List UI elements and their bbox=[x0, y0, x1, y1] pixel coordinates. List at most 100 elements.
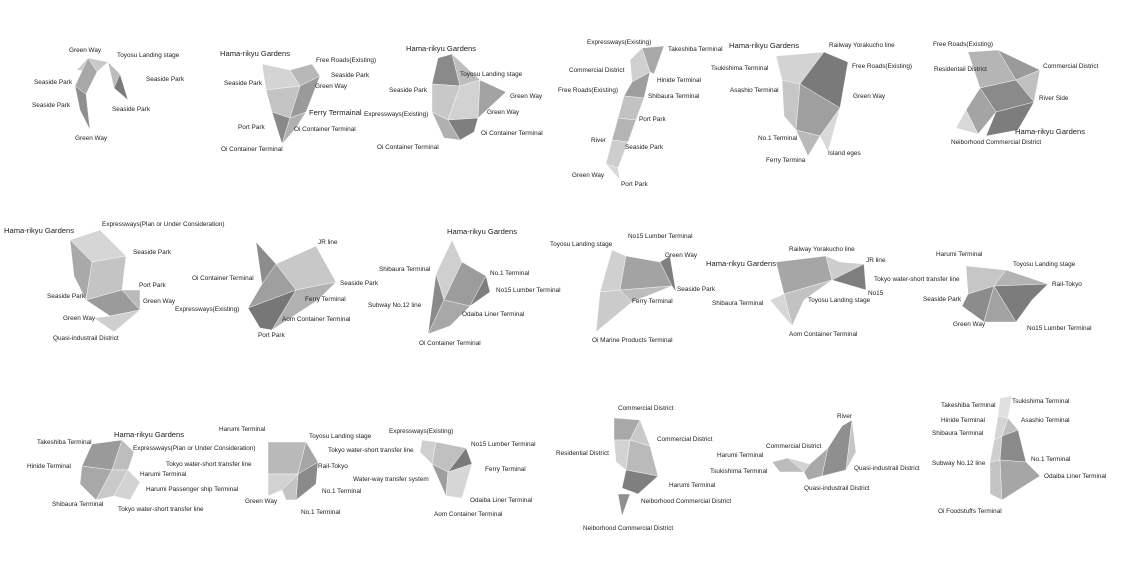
shape-face bbox=[93, 309, 141, 333]
shape-face bbox=[281, 111, 307, 145]
diagram-label: No.1 Terminal bbox=[322, 488, 361, 495]
diagram-label: Asashio Terminal bbox=[1021, 417, 1070, 424]
diagram-label: Tokyo water-short transfer line bbox=[874, 276, 960, 283]
diagram-label: No.1 Terminal bbox=[490, 270, 529, 277]
diagram-label: Port Park bbox=[139, 282, 166, 289]
diagram-label: Oi Container Terminal bbox=[377, 144, 439, 151]
diagram-label: Takeshiba Terminal bbox=[37, 439, 92, 446]
diagram-2: Hama-rikyu Gardens Free Roads(Existing) … bbox=[220, 49, 376, 153]
diagram-label: Tokyo water-short transfer line bbox=[166, 461, 252, 468]
diagram-label: Odaiba Liner Terminal bbox=[462, 311, 524, 318]
diagram-label: Subway No.12 line bbox=[932, 460, 986, 467]
diagram-label: Oi Marine Products Terminal bbox=[592, 337, 673, 344]
diagram-label: Commercial District bbox=[1043, 63, 1099, 70]
diagram-label: No15 Lumber Terminal bbox=[628, 233, 693, 240]
diagram-label: No15 Lumber Terminal bbox=[1027, 325, 1092, 332]
diagram-label: Port Park bbox=[621, 181, 648, 188]
diagram-label: Free Roads(Existing) bbox=[852, 63, 912, 70]
diagram-label: Green Way bbox=[143, 298, 176, 305]
diagram-label: Rail-Tokyo bbox=[1052, 281, 1082, 288]
diagram-label: Oi Container Terminal bbox=[192, 275, 254, 282]
diagram-label: Hinide Terminal bbox=[27, 463, 71, 470]
shape-face bbox=[107, 61, 121, 89]
diagram-label: Tsukishima Terminal bbox=[711, 65, 768, 72]
diagram-label: Tokyo water-short transfer line bbox=[118, 506, 204, 513]
diagram-label: Expressways(Existing) bbox=[389, 428, 453, 435]
diagram-label: Harumi Terminal bbox=[140, 471, 186, 478]
diagram-label: Tsukishima Terminal bbox=[710, 468, 767, 475]
shape-face bbox=[831, 263, 867, 291]
diagram-label: Toyosu Landing stage bbox=[808, 297, 871, 304]
shape-face bbox=[845, 419, 857, 471]
diagram-label: Ferry Terminal bbox=[305, 296, 346, 303]
diagram-label: Toyosu Landing stage bbox=[460, 71, 523, 78]
diagram-11: Railway Yorakucho line Hama-rikyu Garden… bbox=[706, 246, 886, 338]
diagram-label: Subway No.12 line bbox=[368, 302, 422, 309]
diagram-label: Residentail District bbox=[934, 66, 987, 73]
diagram-label: Water-way transfer system bbox=[353, 476, 429, 483]
diagram-label: Green Way bbox=[572, 172, 605, 179]
diagram-label: Shibaura Terminal bbox=[648, 93, 699, 100]
diagram-3: Hama-rikyu Gardens Toyosu Landing stage … bbox=[364, 44, 543, 151]
diagram-label: Hinide Terminal bbox=[657, 77, 701, 84]
diagram-label: Port Park bbox=[238, 124, 265, 131]
shape-face bbox=[445, 463, 473, 499]
shape-face bbox=[997, 395, 1013, 419]
diagram-label: Toyosu Landing stage bbox=[309, 433, 372, 440]
diagram-label: Neiborhood Commercial District bbox=[583, 525, 673, 532]
diagram-label: Green Way bbox=[315, 83, 348, 90]
diagram-label: Railway Yorakucho line bbox=[789, 246, 855, 253]
diagram-label: Aom Container Terminal bbox=[789, 331, 857, 338]
diagram-label: Seaside Park bbox=[34, 79, 73, 86]
shape-face bbox=[983, 285, 1017, 323]
diagram-label: Island eges bbox=[828, 150, 861, 157]
diagram-17: River Commercial District Harumi Termina… bbox=[710, 413, 920, 492]
diagram-label: Harumi Terminal bbox=[669, 482, 715, 489]
shape-face bbox=[605, 163, 621, 181]
diagram-label: Seaside Park bbox=[625, 144, 664, 151]
diagram-label: Toyosu Landing stage bbox=[1013, 261, 1076, 268]
shape-face bbox=[769, 293, 793, 327]
shape-face bbox=[999, 459, 1041, 501]
diagram-15: Expressways(Existing) No15 Lumber Termin… bbox=[353, 428, 536, 518]
shape-face bbox=[121, 289, 141, 311]
diagram-label: Shibaura Terminal bbox=[52, 501, 103, 508]
diagram-label: Hinide Terminal bbox=[941, 417, 985, 424]
shape-face bbox=[271, 281, 337, 331]
shape-face bbox=[477, 79, 507, 119]
diagram-label: Seaside Park bbox=[47, 293, 86, 300]
diagram-label: Green Way bbox=[69, 47, 102, 54]
shape-face bbox=[113, 469, 141, 501]
diagram-label: Harumi Terminal bbox=[936, 251, 982, 258]
diagram-label: Aom Container Terminal bbox=[434, 511, 502, 518]
diagram-label: Seaside Park bbox=[146, 76, 185, 83]
shape-face bbox=[281, 473, 299, 501]
diagram-label: Seaside Park bbox=[224, 80, 263, 87]
diagram-label: Seaside Park bbox=[112, 106, 151, 113]
shape-face bbox=[617, 493, 631, 517]
diagram-label: River Side bbox=[1039, 95, 1069, 102]
shape-face bbox=[955, 109, 979, 135]
diagram-label: Seaside Park bbox=[32, 102, 71, 109]
diagram-label: River bbox=[837, 413, 853, 420]
diagram-label: Hama-rikyu Gardens bbox=[114, 430, 184, 439]
diagram-label: Odaiba Liner Terminal bbox=[1044, 473, 1106, 480]
diagram-label: Odaiba Liner Terminal bbox=[470, 497, 532, 504]
diagram-label: River bbox=[591, 137, 607, 144]
diagram-label: Takeshiba Terminal bbox=[668, 46, 723, 53]
diagram-18: Takeshiba Terminal Tsukishima Terminal H… bbox=[932, 395, 1106, 515]
diagram-label: Hama-rikyu Gardens bbox=[447, 227, 517, 236]
diagram-label: No.1 Terminal bbox=[301, 509, 340, 516]
diagram-label: Green Way bbox=[510, 93, 543, 100]
diagram-16: Commercial District Commercial District … bbox=[556, 405, 731, 532]
diagram-14: Harumi Terminal Toyosu Landing stage Tok… bbox=[219, 426, 414, 516]
diagram-label: Green Way bbox=[953, 321, 986, 328]
diagram-label: Port Park bbox=[258, 332, 285, 339]
diagram-label: Hama-rikyu Gardens bbox=[706, 259, 776, 268]
diagram-10: No15 Lumber Terminal Toyosu Landing stag… bbox=[550, 233, 716, 344]
diagram-label: Commercial District bbox=[618, 405, 674, 412]
diagram-label: Shibaura Terminal bbox=[379, 266, 430, 273]
shape-face bbox=[641, 45, 665, 75]
diagram-label: Toyosu Landing stage bbox=[117, 52, 180, 59]
